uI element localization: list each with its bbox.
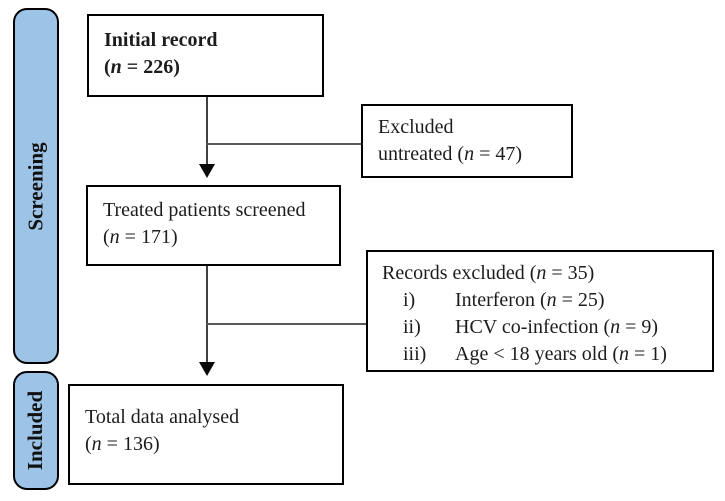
count-prefix: ( [104, 56, 111, 78]
list-marker: ii) [403, 316, 421, 338]
count-n: n [619, 343, 630, 365]
treated-count: (n = 171) [103, 224, 331, 251]
connector-branch-records-excluded [207, 323, 366, 325]
list-marker: i) [403, 289, 416, 311]
text-post: = 25) [556, 289, 605, 311]
initial-record-count: (n = 226) [104, 54, 314, 81]
excluded-untreated-line1: Excluded [378, 116, 454, 138]
header-post: = 35) [546, 262, 595, 284]
stage-bar-included: Included [13, 371, 59, 490]
connector-branch-excluded-untreated [207, 143, 361, 145]
text-post: = 1) [629, 343, 667, 365]
list-marker: iii) [403, 343, 427, 365]
count-n: n [546, 289, 557, 311]
count-n: n [610, 316, 621, 338]
initial-record-title: Initial record [104, 29, 218, 51]
excluded-reason-item-1: i) Interferon (n = 25) [403, 287, 706, 314]
flow-box-records-excluded: Records excluded (n = 35) i) Interferon … [366, 250, 714, 372]
connector-vertical-1 [206, 97, 208, 165]
text-pre: HCV co-infection ( [455, 316, 611, 338]
arrowhead-down-1 [199, 164, 215, 178]
total-count: (n = 136) [85, 431, 334, 458]
count-prefix: ( [85, 433, 92, 455]
count-suffix: = 171) [119, 226, 178, 248]
excluded-reason-item-2: ii) HCV co-infection (n = 9) [403, 314, 706, 341]
flow-box-initial-record: Initial record (n = 226) [87, 14, 324, 97]
flow-box-excluded-untreated: Excluded untreated (n = 47) [361, 104, 573, 178]
connector-vertical-2 [206, 266, 208, 363]
arrowhead-down-2 [199, 362, 215, 376]
list-text: HCV co-infection (n = 9) [455, 314, 706, 341]
count-suffix: = 226) [121, 56, 180, 78]
flow-box-total-analysed: Total data analysed (n = 136) [68, 384, 344, 485]
stage-bar-screening: Screening [13, 8, 59, 364]
flow-box-treated-screened: Treated patients screened (n = 171) [86, 185, 341, 266]
text-post: = 9) [620, 316, 659, 338]
line2-pre: untreated ( [378, 143, 465, 165]
stage-label-included: Included [23, 390, 48, 471]
count-n: n [109, 226, 120, 248]
count-prefix: ( [103, 226, 110, 248]
count-n: n [464, 143, 475, 165]
excluded-reason-item-3: iii) Age < 18 years old (n = 1) [403, 341, 706, 368]
list-text: Age < 18 years old (n = 1) [455, 341, 706, 368]
treated-title: Treated patients screened [103, 199, 306, 221]
count-n: n [91, 433, 102, 455]
stage-label-screening: Screening [23, 141, 48, 231]
header-pre: Records excluded ( [382, 262, 537, 284]
excluded-untreated-line2: untreated (n = 47) [378, 141, 563, 168]
text-pre: Age < 18 years old ( [455, 343, 620, 365]
line2-post: = 47) [474, 143, 523, 165]
count-n: n [110, 56, 122, 78]
count-n: n [536, 262, 547, 284]
list-text: Interferon (n = 25) [455, 287, 706, 314]
text-pre: Interferon ( [455, 289, 547, 311]
total-title: Total data analysed [85, 406, 240, 428]
records-excluded-header: Records excluded (n = 35) [382, 260, 706, 287]
count-suffix: = 136) [101, 433, 160, 455]
